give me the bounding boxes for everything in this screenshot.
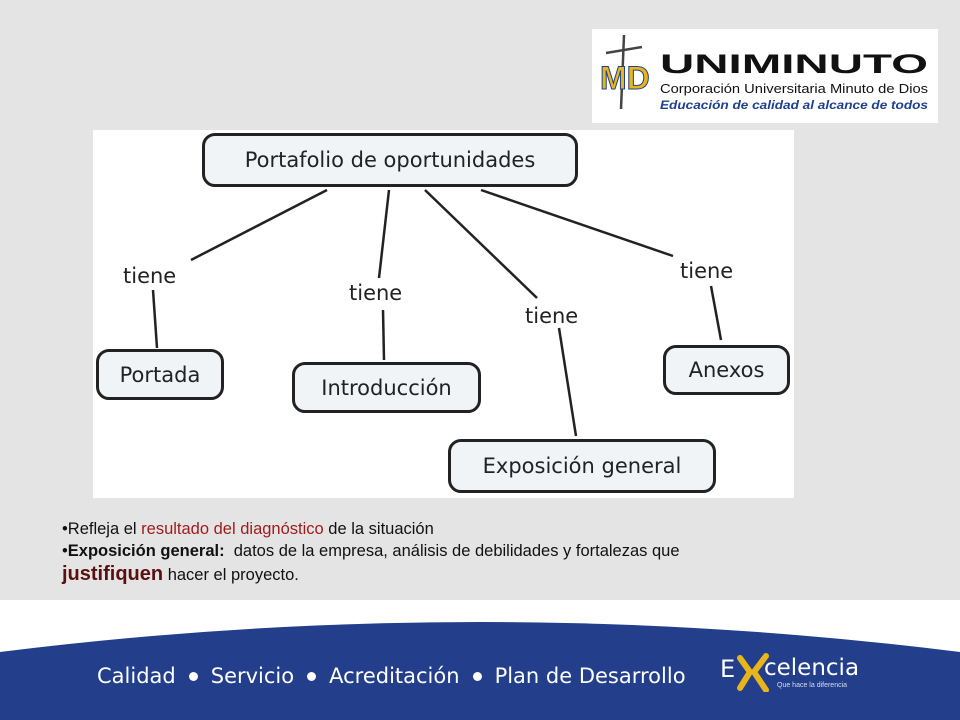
- logo-tagline: Educación de calidad al alcance de todos: [660, 98, 928, 112]
- slogan-servicio: Servicio: [210, 664, 295, 688]
- footer-band: [0, 600, 960, 720]
- edge-label-introduccion: tiene: [349, 281, 403, 305]
- slogan-plan: Plan de Desarrollo: [494, 664, 686, 688]
- cross-vertical: [619, 34, 626, 110]
- footer-slogan: Calidad Servicio Acreditación Plan de De…: [97, 660, 686, 692]
- edge-label-anexos: tiene: [680, 259, 734, 283]
- bullet-2-cont: justifiquen hacer el proyecto.: [62, 563, 922, 586]
- edge-label-exposicion: tiene: [525, 304, 579, 328]
- edge-label-portada: tiene: [123, 264, 177, 288]
- slogan-acreditacion: Acreditación: [329, 664, 460, 688]
- slogan-calidad: Calidad: [97, 664, 176, 688]
- bullet-2-bold: Exposición general:: [67, 542, 225, 560]
- excelencia-e: E: [720, 655, 736, 683]
- node-portada: Portada: [96, 349, 224, 400]
- bullet-list: •Refleja el resultado del diagnóstico de…: [62, 518, 922, 586]
- excelencia-logo: E celencia Que hace la diferencia: [720, 652, 860, 696]
- bullet-dot: [188, 671, 198, 681]
- logo-subtitle: Corporación Universitaria Minuto de Dios: [660, 81, 929, 96]
- connector-lines: [151, 188, 723, 437]
- excelencia-word: celencia: [764, 655, 860, 681]
- excelencia-tagline: Que hace la diferencia: [777, 682, 848, 689]
- bullet-1: •Refleja el resultado del diagnóstico de…: [62, 520, 434, 538]
- cross-horizontal: [605, 45, 643, 55]
- logo-name: UNIMINUTO: [660, 49, 928, 79]
- bullet-1-highlight: resultado del diagnóstico: [141, 520, 324, 538]
- node-introduccion: Introducción: [292, 362, 481, 413]
- bullet-2-text: datos de la empresa, análisis de debilid…: [224, 542, 680, 560]
- bullet-2-end: hacer el proyecto.: [163, 566, 299, 584]
- node-anexos: Anexos: [663, 345, 790, 395]
- bullet-dot: [472, 671, 482, 681]
- excelencia-x-icon: [737, 653, 769, 692]
- uniminuto-logo: MD UNIMINUTO Corporación Universitaria M…: [592, 29, 938, 123]
- bullet-dot: [307, 671, 317, 681]
- bullet-2-emphasis: justifiquen: [62, 563, 164, 585]
- bullet-1-after: de la situación: [323, 520, 434, 538]
- concept-map: Portafolio de oportunidades tiene tiene …: [93, 130, 794, 498]
- root-node: Portafolio de oportunidades: [202, 133, 578, 187]
- bullet-1-before: Refleja el: [67, 520, 142, 538]
- logo-monogram: MD: [600, 60, 650, 96]
- node-exposicion-general: Exposición general: [448, 439, 716, 493]
- bullet-2: •Exposición general: datos de la empresa…: [62, 542, 680, 560]
